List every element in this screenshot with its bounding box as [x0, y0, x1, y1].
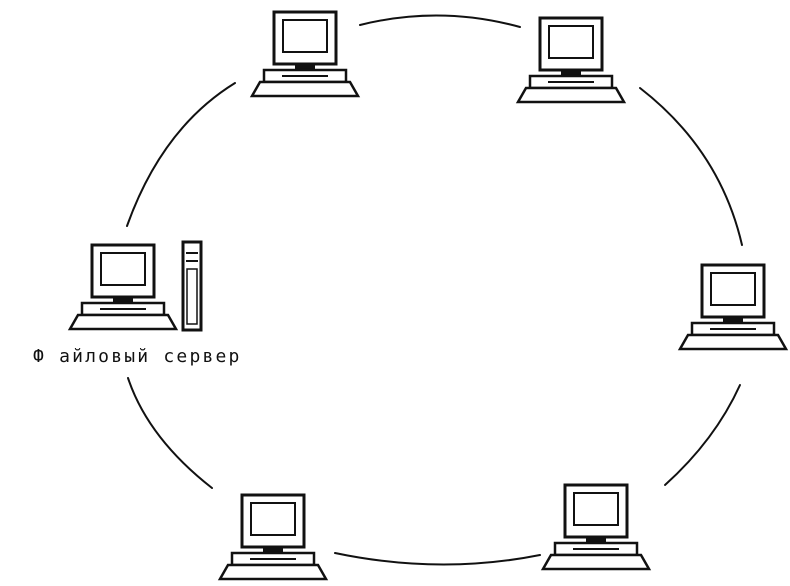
node-bottom-right	[541, 483, 651, 571]
file-server-label: Ф айловый сервер	[33, 346, 242, 367]
computer-workstation-icon	[678, 263, 788, 351]
node-top-right	[516, 16, 626, 104]
link-right-to-bottom-right	[664, 384, 741, 486]
link-server-to-top-left	[126, 82, 236, 227]
link-bottom-left-to-server	[127, 377, 213, 489]
node-top-left	[250, 10, 360, 98]
computer-workstation-icon	[516, 16, 626, 104]
node-bottom-left	[218, 493, 328, 581]
link-bottom-right-to-bottom-left	[334, 552, 541, 566]
link-top-right-to-right	[639, 87, 743, 246]
computer-workstation-icon	[250, 10, 360, 98]
file-server-tower-icon	[181, 240, 203, 332]
node-right	[678, 263, 788, 351]
link-top-left-to-top-right	[359, 14, 521, 28]
node-file-server	[68, 240, 203, 332]
computer-workstation-icon	[541, 483, 651, 571]
computer-workstation-icon	[68, 243, 178, 331]
ring-cable	[126, 14, 743, 566]
computer-workstation-icon	[218, 493, 328, 581]
